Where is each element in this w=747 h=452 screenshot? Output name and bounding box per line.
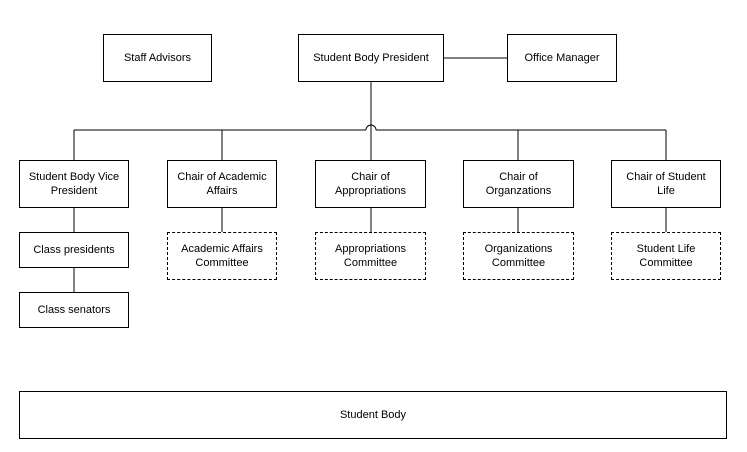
node-chair-appropriations-label: Chair of Appropriations [335, 171, 406, 197]
node-chair-academic-affairs-label: Chair of Academic Affairs [177, 171, 267, 197]
node-office-manager-label: Office Manager [524, 52, 600, 64]
node-class-senators: Class senators [19, 292, 129, 328]
node-appropriations-committee: Appropriations Committee [315, 232, 426, 280]
connector-branch-hop [365, 124, 377, 131]
node-organizations-committee-label: Organizations Committee [484, 243, 553, 269]
node-student-life-committee-label: Student Life Committee [636, 243, 696, 269]
node-class-presidents-label: Class presidents [33, 244, 115, 256]
node-student-body-label: Student Body [339, 409, 407, 421]
node-chair-appropriations: Chair of Appropriations [315, 160, 426, 208]
node-academic-affairs-committee-label: Academic Affairs Committee [181, 243, 263, 269]
node-office-manager: Office Manager [507, 34, 617, 82]
node-staff-advisors: Staff Advisors [103, 34, 212, 82]
node-chair-academic-affairs: Chair of Academic Affairs [167, 160, 277, 208]
node-vice-president: Student Body Vice President [19, 160, 129, 208]
node-class-senators-label: Class senators [37, 304, 111, 316]
node-student-body-president-label: Student Body President [313, 52, 429, 64]
node-vice-president-label: Student Body Vice President [28, 171, 120, 197]
node-chair-student-life: Chair of Student Life [611, 160, 721, 208]
node-chair-organizations-label: Chair of Organzations [485, 171, 552, 197]
node-organizations-committee: Organizations Committee [463, 232, 574, 280]
node-appropriations-committee-label: Appropriations Committee [335, 243, 406, 269]
node-student-body-president: Student Body President [298, 34, 444, 82]
node-chair-student-life-label: Chair of Student Life [626, 171, 706, 197]
node-student-body: Student Body [19, 391, 727, 439]
node-chair-organizations: Chair of Organzations [463, 160, 574, 208]
node-staff-advisors-label: Staff Advisors [123, 52, 192, 64]
node-student-life-committee: Student Life Committee [611, 232, 721, 280]
node-academic-affairs-committee: Academic Affairs Committee [167, 232, 277, 280]
node-class-presidents: Class presidents [19, 232, 129, 268]
